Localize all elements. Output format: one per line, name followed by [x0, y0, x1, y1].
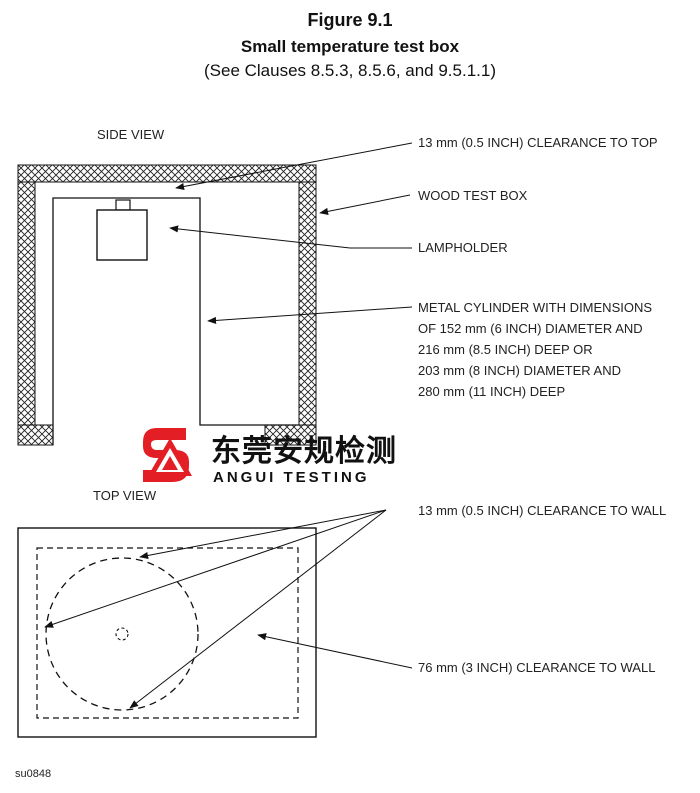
callout-cylinder-line-2: OF 152 mm (6 INCH) DIAMETER AND: [418, 321, 643, 336]
figure-title: Small temperature test box: [240, 37, 460, 56]
leader-wood-box: [319, 194, 411, 215]
callout-clearance-top: 13 mm (0.5 INCH) CLEARANCE TO TOP: [418, 135, 658, 150]
watermark-chinese: 东莞安规检测: [211, 434, 397, 469]
leader-lampholder: [169, 225, 412, 249]
drawing-code: su0848: [15, 768, 51, 780]
callout-clearance-wall-13: 13 mm (0.5 INCH) CLEARANCE TO WALL: [418, 503, 666, 518]
wood-test-box-top: [17, 527, 317, 738]
leader-clearance-wall-76: [257, 633, 413, 669]
metal-cylinder-side: [52, 197, 299, 445]
top-view-label: TOP VIEW: [93, 488, 157, 503]
wood-test-box-side: [17, 164, 317, 446]
figure-number: Figure 9.1: [307, 10, 393, 30]
leader-clearance-top: [175, 142, 413, 191]
callout-clearance-wall-76: 76 mm (3 INCH) CLEARANCE TO WALL: [418, 660, 655, 675]
angui-logo: [143, 428, 192, 482]
callout-lampholder: LAMPHOLDER: [418, 240, 508, 255]
callout-cylinder-line-1: METAL CYLINDER WITH DIMENSIONS: [418, 300, 652, 315]
leader-cylinder: [207, 306, 413, 325]
callout-cylinder-line-4: 203 mm (8 INCH) DIAMETER AND: [418, 363, 621, 378]
callout-cylinder-line-3: 216 mm (8.5 INCH) DEEP OR: [418, 342, 593, 357]
metal-cylinder-top: [45, 557, 199, 711]
figure-subtitle: (See Clauses 8.5.3, 8.5.6, and 9.5.1.1): [203, 61, 497, 80]
callout-cylinder-line-5: 280 mm (11 INCH) DEEP: [418, 384, 565, 399]
watermark-english: ANGUI TESTING: [213, 469, 370, 486]
callout-wood-box: WOOD TEST BOX: [418, 188, 528, 203]
leader-clearance-wall-13-c: [129, 509, 387, 709]
leader-clearance-wall-13-b: [44, 509, 387, 628]
side-view-label: SIDE VIEW: [97, 127, 165, 142]
lampholder-shape: [96, 199, 148, 261]
leader-clearance-wall-13-a: [139, 509, 387, 560]
